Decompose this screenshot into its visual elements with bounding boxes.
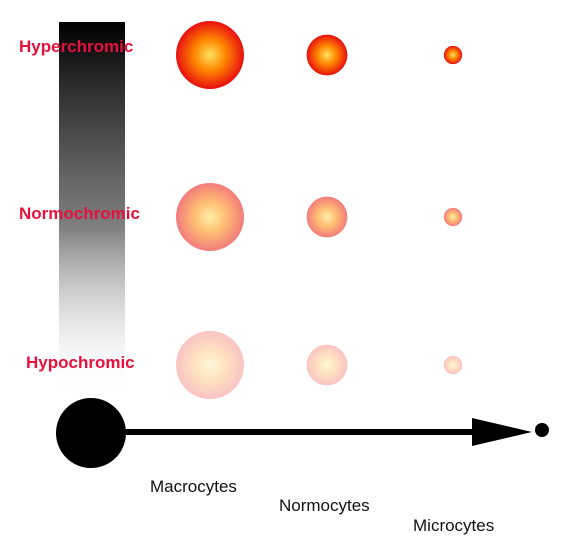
row-label-normochromic: Normochromic xyxy=(19,204,140,223)
cell-normochromic-microcytes xyxy=(443,207,463,227)
small-cell-marker xyxy=(535,423,549,437)
cell-normochromic-normocytes xyxy=(306,196,348,238)
col-label-normocytes: Normocytes xyxy=(279,496,370,515)
cell-hypochromic-normocytes xyxy=(306,344,348,386)
col-label-microcytes: Microcytes xyxy=(413,516,494,535)
row-label-hypochromic: Hypochromic xyxy=(26,353,135,372)
cell-normochromic-macrocytes xyxy=(176,183,244,251)
chromia-intensity-bar xyxy=(59,22,125,397)
cell-hypochromic-macrocytes xyxy=(176,331,244,399)
cell-hyperchromic-microcytes xyxy=(443,45,463,65)
cell-hyperchromic-macrocytes xyxy=(176,21,244,89)
large-cell-marker xyxy=(56,398,126,468)
cell-grid xyxy=(176,21,463,399)
cell-hyperchromic-normocytes xyxy=(306,34,348,76)
row-label-hyperchromic: Hyperchromic xyxy=(19,37,133,56)
col-label-macrocytes: Macrocytes xyxy=(150,477,237,496)
cell-hypochromic-microcytes xyxy=(443,355,463,375)
size-arrow-head xyxy=(472,418,532,446)
